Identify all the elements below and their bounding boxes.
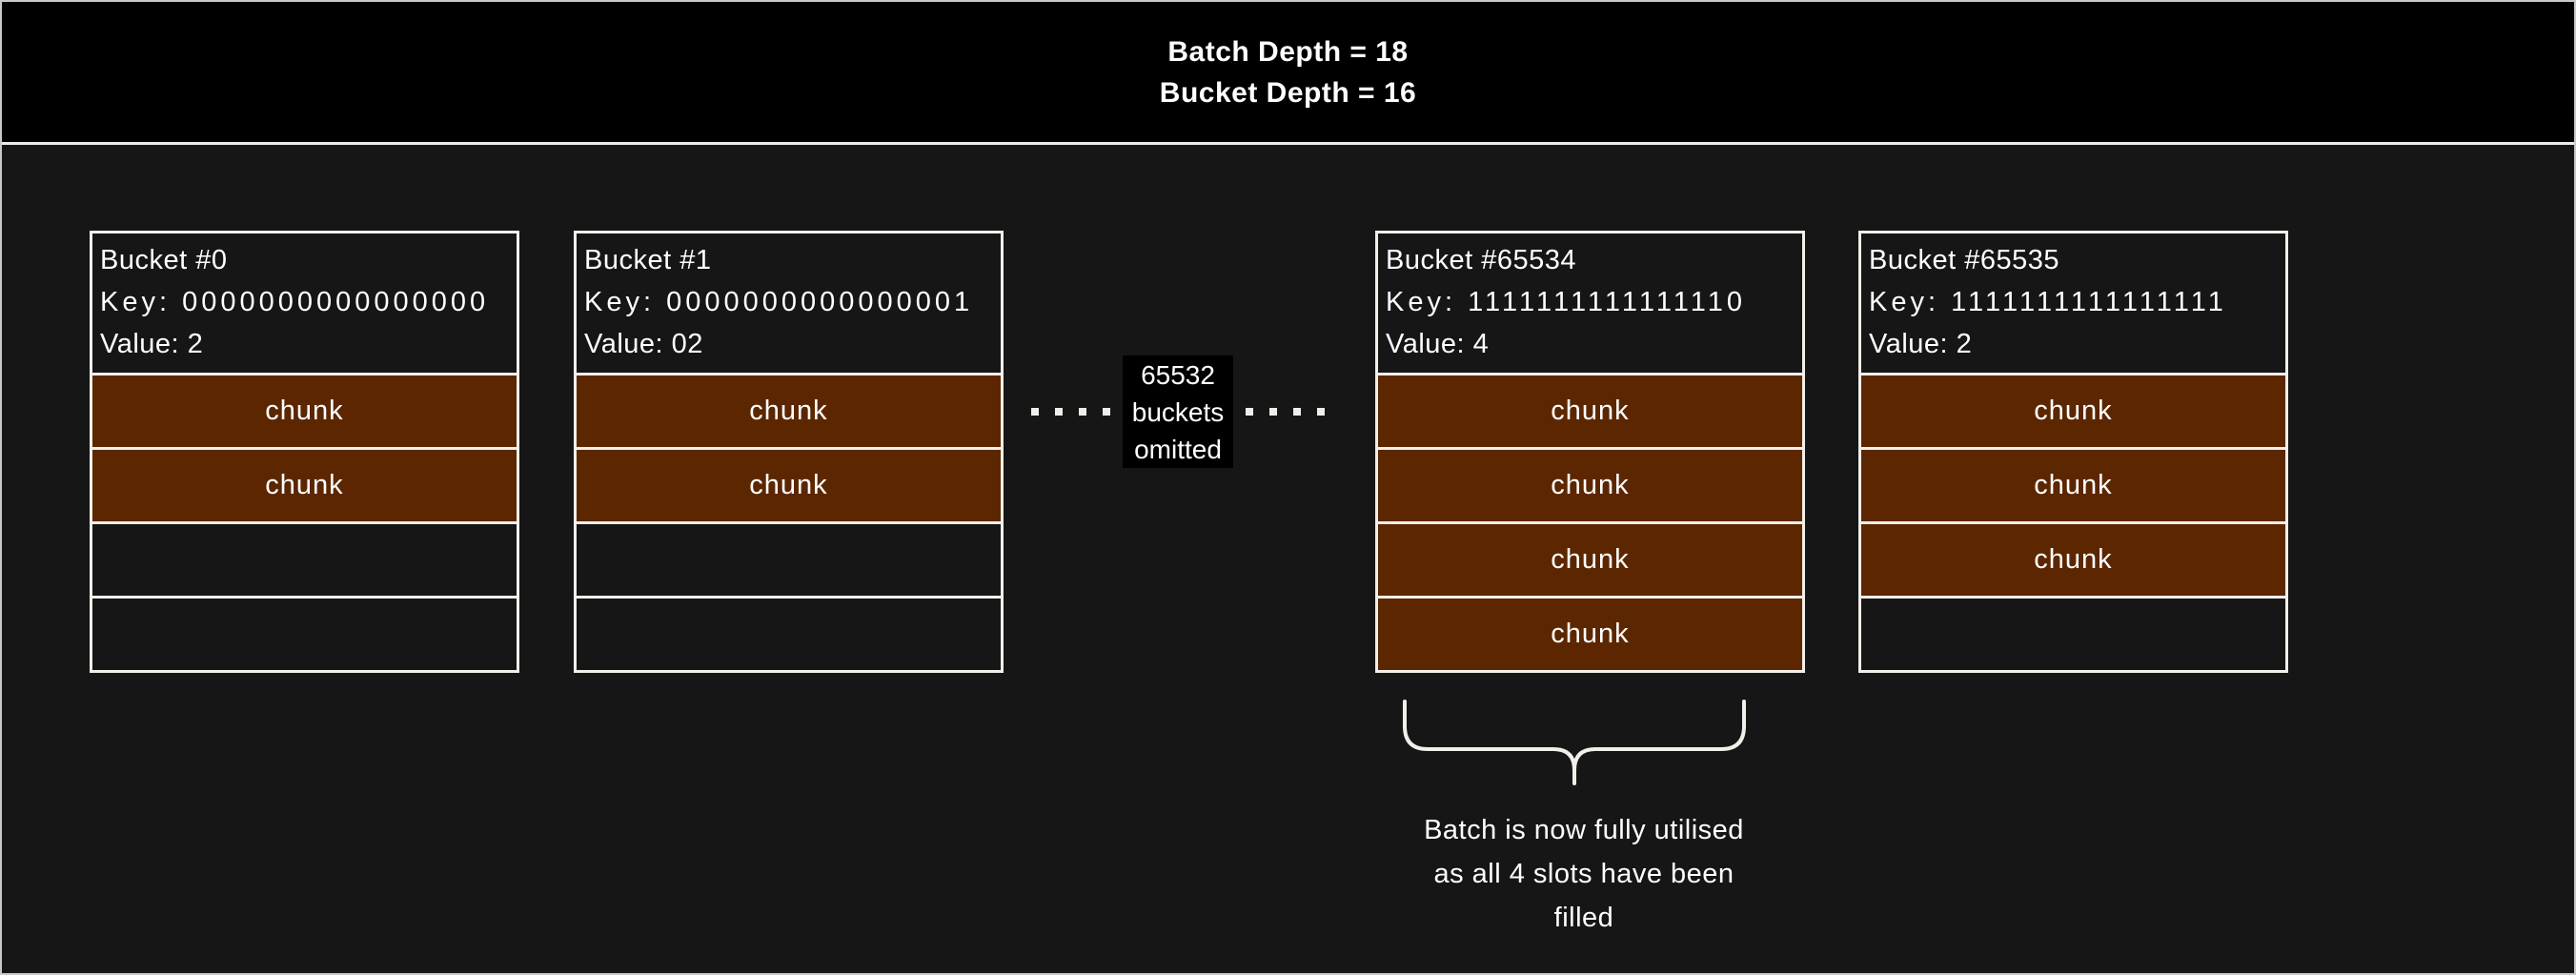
bucket-title: Bucket #65535 [1869,245,2059,275]
bucket-0-header: Bucket #0 Key: 0000000000000000 Value: 2 [92,234,517,373]
bucket-key: Key: 1111111111111110 [1386,287,1747,317]
chunk-label: chunk [1551,544,1630,575]
bucket-65534-slot-1: chunk [1378,447,1802,521]
bucket-0-slot-1: chunk [92,447,517,521]
bucket-1-slot-0: chunk [577,373,1001,447]
bucket-0-slot-2 [92,521,517,596]
bucket-title: Bucket #0 [100,245,228,275]
caption-line: as all 4 slots have been [1433,859,1734,889]
bucket-key: Key: 0000000000000001 [584,287,974,317]
omitted-word-omitted: omitted [1134,434,1222,464]
caption-line: filled [1553,903,1614,933]
omitted-count: 65532 [1141,359,1215,390]
ellipsis-dots-right-icon [1246,408,1325,416]
chunk-label: chunk [2034,470,2113,500]
chunk-label: chunk [1551,396,1630,426]
bucket-65534-box: Bucket #65534 Key: 1111111111111110 Valu… [1375,231,1805,673]
dot-icon [1317,408,1325,416]
caption-line: Batch is now fully utilised [1424,815,1744,845]
bucket-65535-slot-3 [1861,596,2285,670]
chunk-label: chunk [1551,619,1630,649]
omitted-buckets-indicator: 65532 buckets omitted [1031,355,1325,468]
bucket-depth-title: Bucket Depth = 16 [1159,76,1417,109]
dot-icon [1079,408,1086,416]
brace-icon [1403,700,1746,785]
bucket-65535-slot-1: chunk [1861,447,2285,521]
batch-depth-title: Batch Depth = 18 [1167,35,1409,68]
bucket-0-slot-3 [92,596,517,670]
chunk-label: chunk [265,396,344,426]
title-band: Batch Depth = 18 Bucket Depth = 16 [2,2,2574,145]
bucket-1-slot-3 [577,596,1001,670]
batch-full-caption: Batch is now fully utilised as all 4 slo… [1384,808,1784,940]
chunk-label: chunk [749,396,828,426]
bucket-0-slot-0: chunk [92,373,517,447]
bucket-title: Bucket #65534 [1386,245,1576,275]
dot-icon [1055,408,1063,416]
dot-icon [1031,408,1039,416]
dot-icon [1246,408,1253,416]
omitted-word-buckets: buckets [1131,396,1225,427]
bucket-65535-slot-0: chunk [1861,373,2285,447]
bucket-1-box: Bucket #1 Key: 0000000000000001 Value: 0… [574,231,1004,673]
bucket-1-slot-1: chunk [577,447,1001,521]
bucket-value: Value: 2 [1869,329,1973,359]
bucket-1-header: Bucket #1 Key: 0000000000000001 Value: 0… [577,234,1001,373]
bucket-1-slot-2 [577,521,1001,596]
bucket-65534-slot-3: chunk [1378,596,1802,670]
bucket-65535-box: Bucket #65535 Key: 1111111111111111 Valu… [1858,231,2288,673]
bucket-value: Value: 02 [584,329,703,359]
chunk-label: chunk [265,470,344,500]
chunk-label: chunk [749,470,828,500]
dot-icon [1293,408,1301,416]
dot-icon [1269,408,1277,416]
bucket-key: Key: 0000000000000000 [100,287,490,317]
chunk-label: chunk [1551,470,1630,500]
bucket-value: Value: 4 [1386,329,1490,359]
bucket-65535-slot-2: chunk [1861,521,2285,596]
bucket-65534-header: Bucket #65534 Key: 1111111111111110 Valu… [1378,234,1802,373]
bucket-title: Bucket #1 [584,245,712,275]
bucket-65535-header: Bucket #65535 Key: 1111111111111111 Valu… [1861,234,2285,373]
omitted-buckets-label: 65532 buckets omitted [1123,355,1233,468]
bucket-65534-slot-0: chunk [1378,373,1802,447]
chunk-label: chunk [2034,544,2113,575]
bucket-65534-slot-2: chunk [1378,521,1802,596]
dot-icon [1103,408,1110,416]
bucket-key: Key: 1111111111111111 [1869,287,2227,317]
ellipsis-dots-left-icon [1031,408,1110,416]
chunk-label: chunk [2034,396,2113,426]
bucket-value: Value: 2 [100,329,204,359]
bucket-0-box: Bucket #0 Key: 0000000000000000 Value: 2… [90,231,519,673]
